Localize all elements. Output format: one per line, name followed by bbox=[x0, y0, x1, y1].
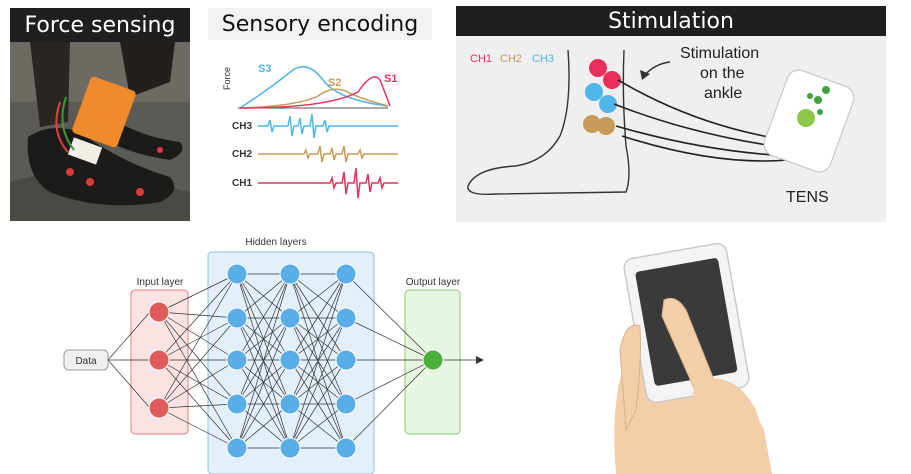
hidden-node bbox=[335, 393, 357, 415]
connection-line bbox=[158, 359, 238, 449]
connection-line bbox=[289, 273, 347, 405]
connection-line bbox=[158, 311, 238, 319]
electrode-ch1 bbox=[589, 59, 607, 77]
connection-line bbox=[158, 317, 238, 361]
legend-ch3: CH3 bbox=[532, 53, 554, 65]
connection-line bbox=[345, 359, 434, 405]
network-connections bbox=[107, 273, 484, 449]
s3-label: S3 bbox=[258, 63, 271, 75]
connection-line bbox=[345, 273, 434, 361]
connection-line bbox=[158, 273, 238, 361]
hidden-node bbox=[279, 437, 301, 459]
legend-ch2: CH2 bbox=[500, 53, 522, 65]
input-node bbox=[148, 349, 170, 371]
ch3-label: CH3 bbox=[232, 121, 252, 132]
ch1-label: CH1 bbox=[232, 178, 252, 189]
force-axis-label: Force bbox=[222, 67, 232, 90]
connection-line bbox=[158, 273, 238, 313]
hidden-layers-label: Hidden layers bbox=[245, 237, 306, 248]
connection-line bbox=[236, 403, 291, 449]
connection-line bbox=[236, 273, 291, 361]
electrode-ch2 bbox=[583, 115, 601, 133]
connection-line bbox=[236, 273, 291, 405]
neural-network-diagram: Hidden layers Input layer Output layer D… bbox=[63, 237, 484, 474]
connection-line bbox=[236, 317, 291, 449]
connection-line bbox=[345, 359, 434, 449]
s1-label: S1 bbox=[384, 73, 397, 85]
hidden-node bbox=[279, 349, 301, 371]
connection-line bbox=[289, 359, 347, 405]
connection-line bbox=[158, 311, 238, 449]
connection-line bbox=[289, 359, 347, 449]
sensory-encoding-title: Sensory encoding bbox=[208, 8, 432, 41]
hidden-node bbox=[279, 263, 301, 285]
tens-label: TENS bbox=[786, 189, 829, 206]
connection-line bbox=[158, 273, 238, 409]
input-node bbox=[148, 397, 170, 419]
foot-outline bbox=[467, 49, 630, 196]
hidden-node bbox=[226, 393, 248, 415]
annotation-line2: on the bbox=[700, 65, 745, 82]
output-layer-label: Output layer bbox=[406, 277, 461, 288]
hidden-node bbox=[226, 263, 248, 285]
input-node bbox=[148, 301, 170, 323]
data-label: Data bbox=[75, 356, 97, 367]
hidden-node bbox=[279, 393, 301, 415]
encoding-diagram: Force S3 S2 S1 CH3 CH2 CH1 bbox=[208, 40, 432, 219]
hidden-node bbox=[226, 307, 248, 329]
connection-line bbox=[289, 403, 347, 449]
connection-line bbox=[289, 273, 347, 319]
legend-ch1: CH1 bbox=[470, 53, 492, 65]
stimulation-title: Stimulation bbox=[456, 6, 886, 36]
connection-line bbox=[236, 359, 291, 405]
annotation-line3: ankle bbox=[704, 85, 742, 102]
data-connection bbox=[107, 311, 151, 361]
electrode-ch3 bbox=[585, 83, 603, 101]
hidden-node bbox=[279, 307, 301, 329]
connection-line bbox=[236, 359, 291, 449]
connection-line bbox=[289, 273, 347, 449]
output-node bbox=[422, 349, 444, 371]
hidden-node bbox=[335, 437, 357, 459]
connection-line bbox=[158, 403, 238, 409]
force-sensing-panel: Force sensing bbox=[10, 8, 190, 221]
hidden-node bbox=[335, 307, 357, 329]
stimulation-panel: Stimulation CH1 CH2 CH3 Stimulation on t… bbox=[456, 6, 886, 222]
s2-label: S2 bbox=[328, 77, 341, 89]
connection-line bbox=[158, 407, 238, 449]
hidden-node bbox=[335, 263, 357, 285]
ch2-label: CH2 bbox=[232, 149, 252, 160]
tens-device bbox=[763, 69, 855, 173]
data-connection bbox=[107, 359, 151, 409]
hidden-node bbox=[335, 349, 357, 371]
output-arrow-head bbox=[476, 356, 484, 364]
annotation-line1: Stimulation bbox=[680, 45, 759, 62]
force-sensing-title: Force sensing bbox=[10, 8, 190, 42]
connection-line bbox=[236, 273, 291, 449]
connection-line bbox=[158, 317, 238, 409]
connection-line bbox=[236, 273, 291, 319]
hidden-node bbox=[226, 437, 248, 459]
connection-line bbox=[289, 317, 347, 449]
connection-line bbox=[345, 317, 434, 361]
sensory-encoding-panel: Sensory encoding Force S3 S2 S1 CH3 CH2 … bbox=[208, 8, 432, 219]
stimulation-diagram: CH1 CH2 CH3 Stimulation on the ankle bbox=[456, 36, 886, 222]
connection-line bbox=[289, 273, 347, 361]
connection-line bbox=[158, 359, 238, 405]
connection-line bbox=[158, 311, 238, 361]
connection-line bbox=[158, 311, 238, 405]
hand-phone-illustration bbox=[614, 242, 772, 474]
network-nodes bbox=[148, 263, 444, 459]
input-layer-label: Input layer bbox=[137, 277, 184, 288]
shoe-sensor-photo bbox=[10, 42, 190, 221]
hidden-node bbox=[226, 349, 248, 371]
connection-line bbox=[158, 359, 238, 409]
data-input-box bbox=[63, 349, 109, 371]
